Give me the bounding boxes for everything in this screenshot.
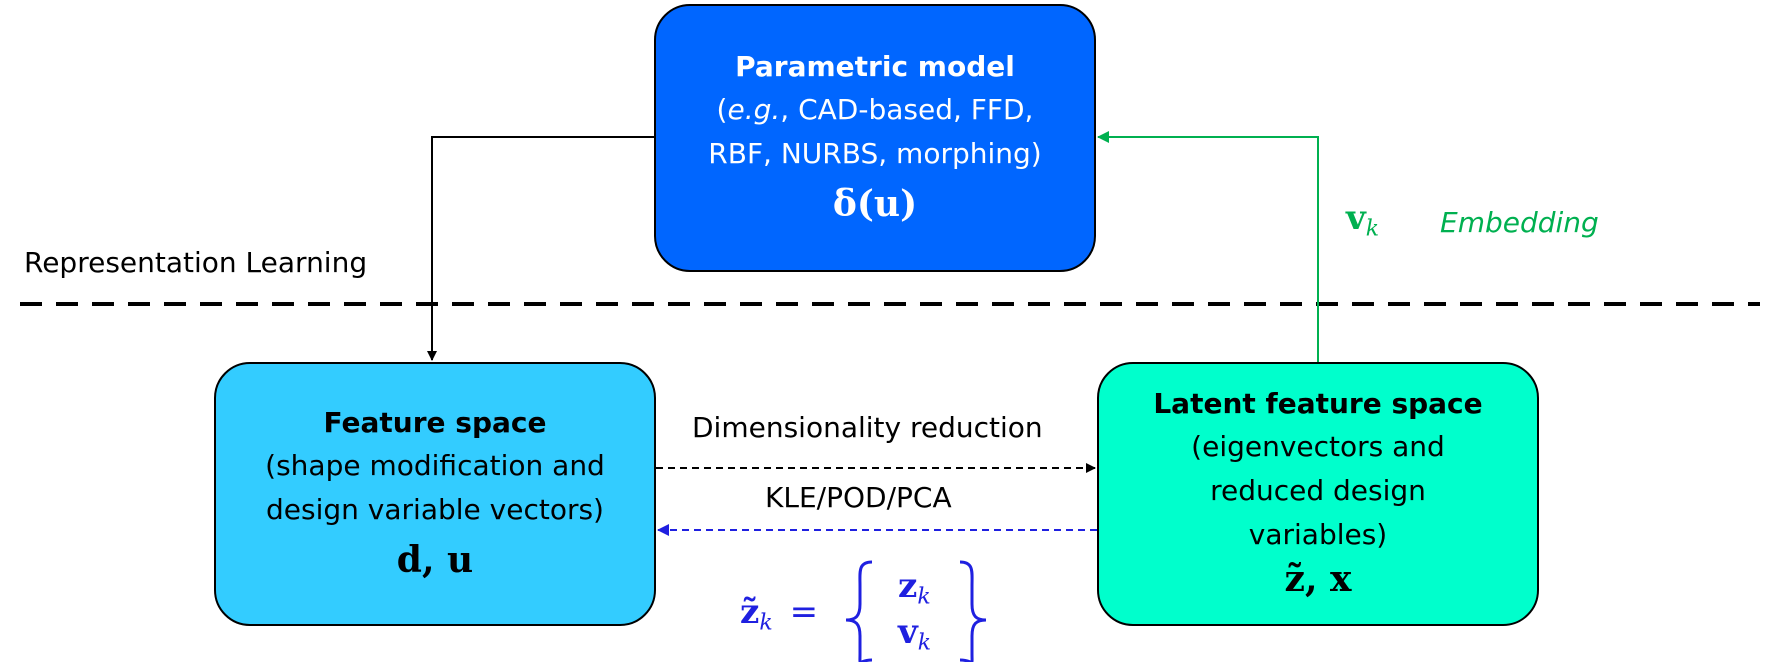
method-label: KLE/POD/PCA [765,481,952,514]
embedding-symbol: vk [1346,198,1380,242]
latent-feature-space-box: Latent feature space (eigenvectors and r… [1097,362,1539,626]
arrow-parametric-to-feature [427,136,654,361]
parametric-model-formula: δ(u) [832,183,918,225]
feature-space-formula: d, u [396,539,474,581]
equation-bottom-term: vk [898,612,932,656]
section-label: Representation Learning [24,246,368,279]
feature-space-box: Feature space (shape modification and de… [214,362,656,626]
embedding-label: Embedding [1440,206,1599,239]
reduction-label: Dimensionality reduction [692,411,1043,444]
arrow-embedding-latent-to-parametric [1097,131,1319,362]
latent-space-title: Latent feature space [1153,387,1483,420]
equation-right-brace [959,560,987,662]
feature-space-desc-line1: (shape modification and [265,449,605,482]
feature-space-title: Feature space [323,406,547,439]
parametric-model-desc-line2: RBF, NURBS, morphing) [708,137,1042,170]
feature-space-desc-line2: design variable vectors) [266,493,604,526]
equation-left-brace [845,560,873,662]
latent-space-formula: z̃, x [1284,558,1352,600]
parametric-model-box: Parametric model (e.g., CAD-based, FFD, … [654,4,1096,272]
latent-space-desc-line1: (eigenvectors and [1191,430,1445,463]
equation-lhs: z̃k = [740,592,819,636]
latent-space-desc-line3: variables) [1248,518,1388,551]
latent-space-desc-line2: reduced design [1210,474,1426,507]
parametric-model-title: Parametric model [735,50,1015,83]
equation-top-term: zk [898,566,931,610]
parametric-model-desc-line1: (e.g., CAD-based, FFD, [716,93,1034,126]
